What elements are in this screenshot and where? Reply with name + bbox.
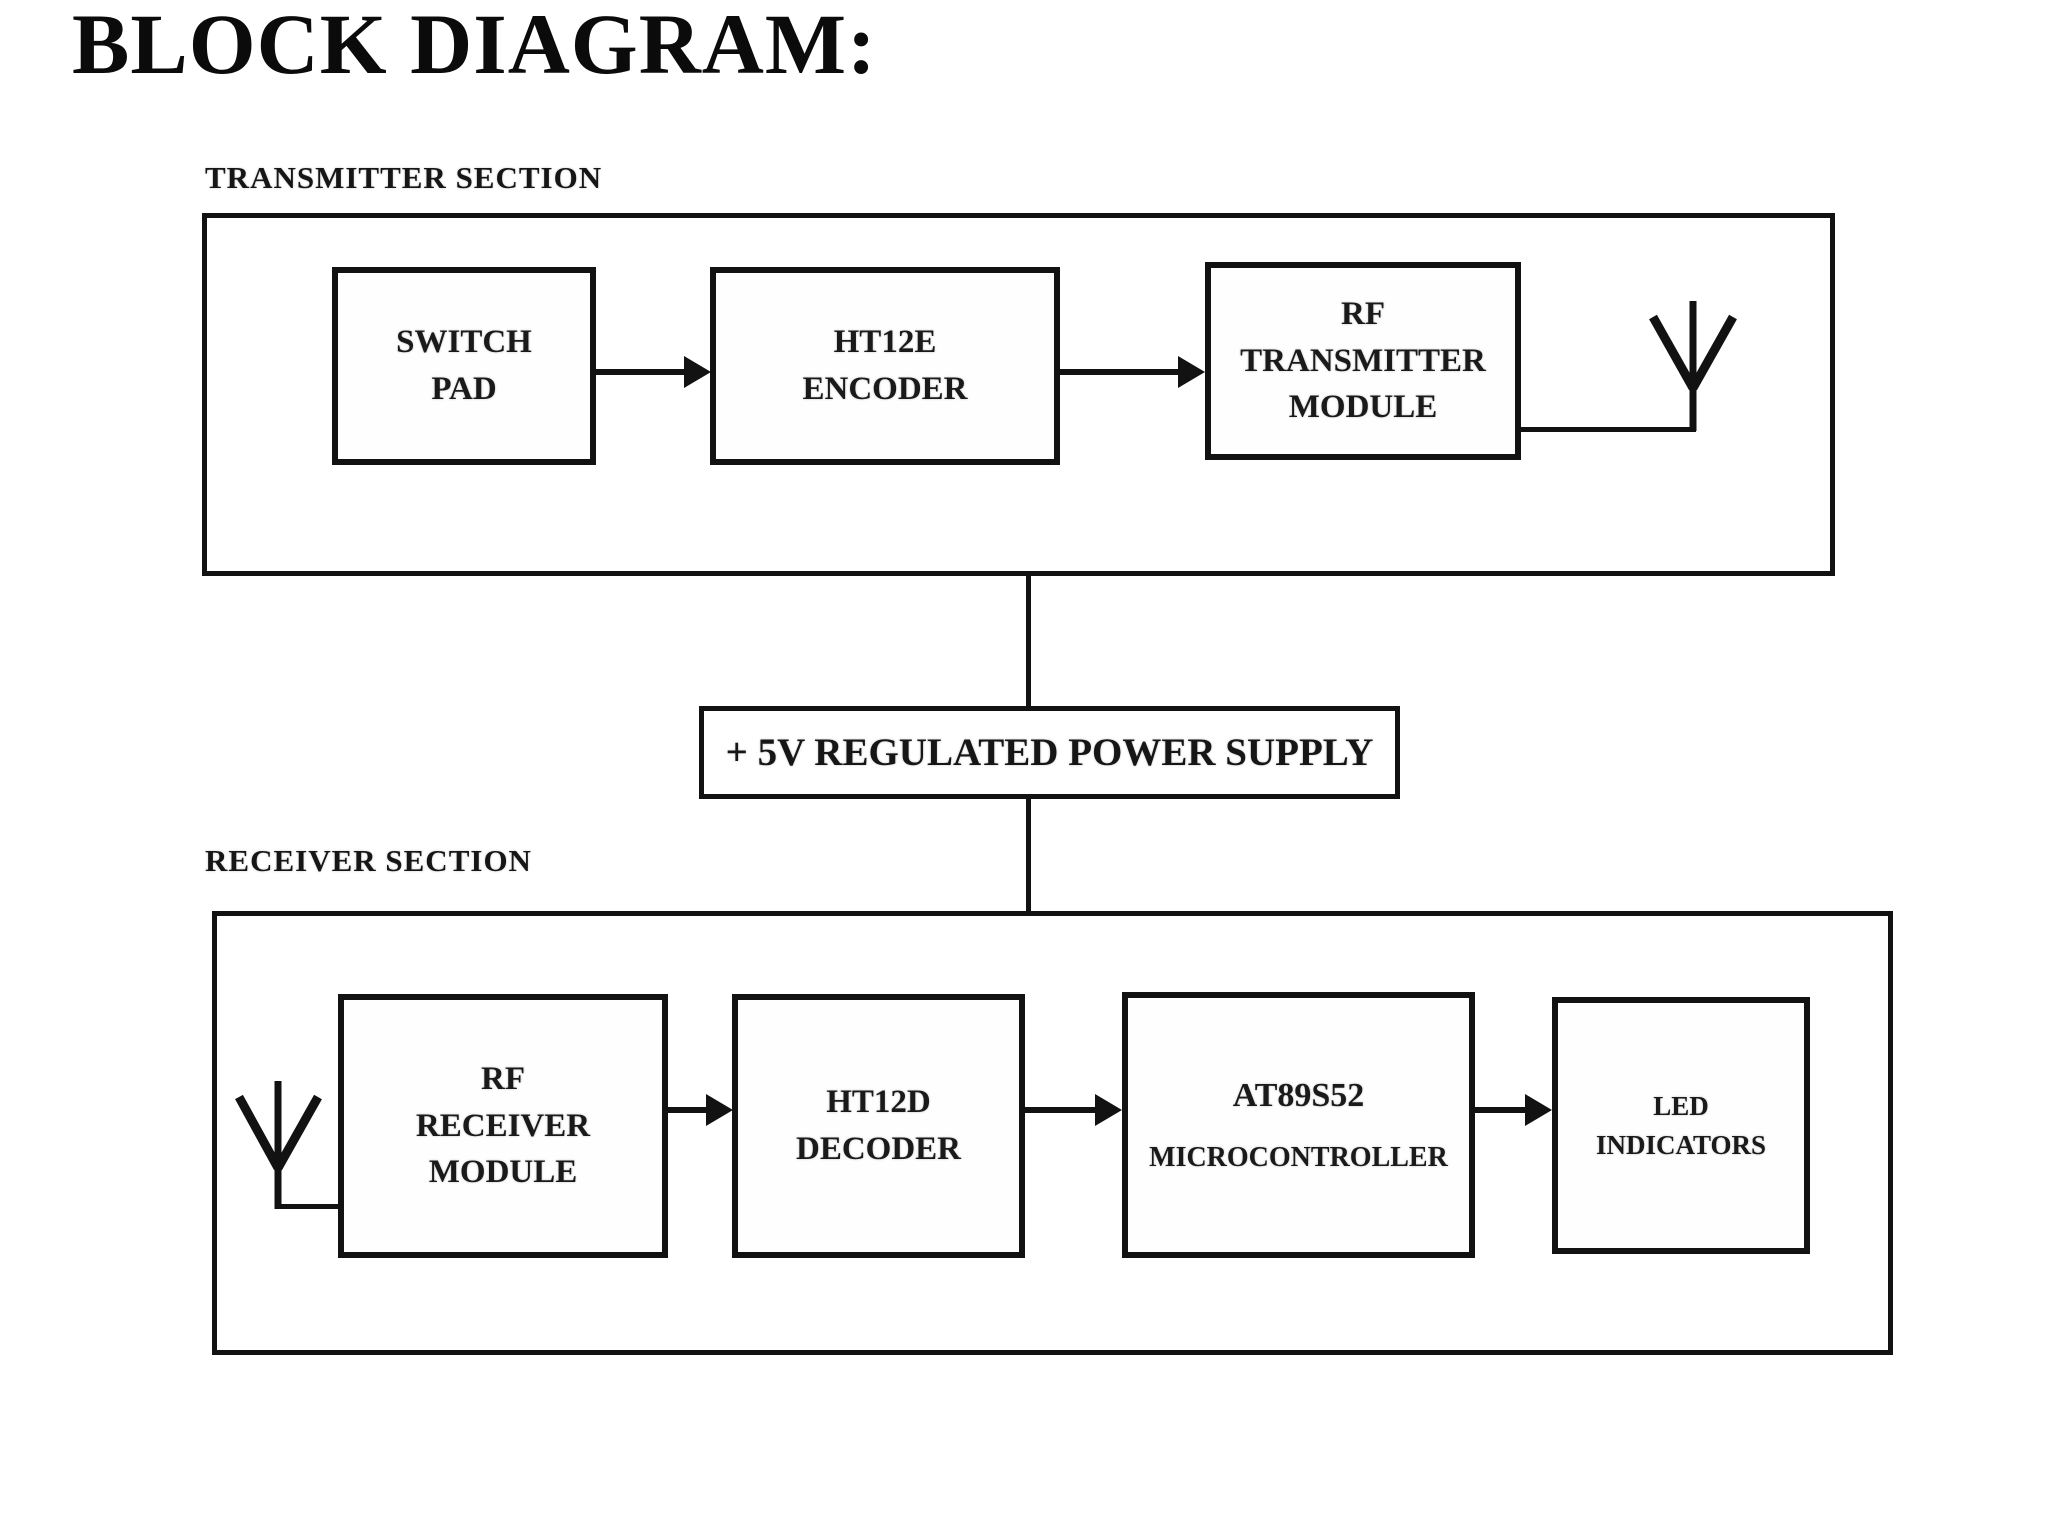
block-label: RF (481, 1060, 525, 1097)
block-power-supply: + 5V REGULATED POWER SUPPLY (699, 706, 1400, 799)
block-label: RF (1341, 295, 1385, 332)
block-label: MICROCONTROLLER (1149, 1142, 1448, 1174)
block-ht12e-encoder: HT12E ENCODER (710, 267, 1060, 465)
flow-line (1025, 1107, 1097, 1113)
antenna-icon (1649, 301, 1737, 431)
receiver-section-label: RECEIVER SECTION (205, 843, 532, 878)
block-label: RECEIVER (415, 1107, 591, 1144)
transmitter-section-label: TRANSMITTER SECTION (205, 160, 603, 195)
block-label: HT12E (833, 324, 937, 361)
block-at89s52-microcontroller: AT89S52 MICROCONTROLLER (1122, 992, 1475, 1258)
flow-line (1475, 1107, 1527, 1113)
arrow-right-icon (706, 1094, 733, 1126)
antenna-feed-line (276, 1204, 342, 1209)
block-label: TRANSMITTER (1240, 342, 1486, 379)
receiver-section-box (212, 911, 1893, 1355)
connector-line (1026, 574, 1031, 709)
block-label: AT89S52 (1232, 1076, 1365, 1114)
connector-line (1026, 797, 1031, 915)
antenna-icon (235, 1081, 322, 1209)
block-switch-pad: SWITCH PAD (332, 267, 596, 465)
block-label: + 5V REGULATED POWER SUPPLY (725, 731, 1374, 774)
block-label: DECODER (795, 1131, 962, 1167)
flow-line (596, 369, 686, 375)
block-ht12d-decoder: HT12D DECODER (732, 994, 1025, 1258)
arrow-right-icon (1525, 1094, 1552, 1126)
block-rf-transmitter-module: RF TRANSMITTER MODULE (1205, 262, 1521, 460)
flow-line (1060, 369, 1180, 375)
arrow-right-icon (1178, 356, 1205, 388)
block-label: HT12D (826, 1084, 931, 1121)
block-label: INDICATORS (1595, 1129, 1767, 1160)
block-led-indicators: LED INDICATORS (1552, 997, 1810, 1254)
page-title: BLOCK DIAGRAM: (72, 0, 877, 92)
transmitter-section-box (202, 213, 1835, 576)
block-label: MODULE (1288, 389, 1438, 426)
block-label: ENCODER (802, 371, 968, 407)
block-label: MODULE (428, 1154, 578, 1191)
arrow-right-icon (1095, 1094, 1122, 1126)
arrow-right-icon (684, 356, 711, 388)
block-rf-receiver-module: RF RECEIVER MODULE (338, 994, 668, 1258)
block-label: LED (1653, 1091, 1709, 1122)
flow-line (668, 1107, 708, 1113)
block-label: SWITCH (396, 324, 532, 361)
block-label: PAD (431, 371, 497, 407)
antenna-feed-line (1521, 427, 1696, 432)
